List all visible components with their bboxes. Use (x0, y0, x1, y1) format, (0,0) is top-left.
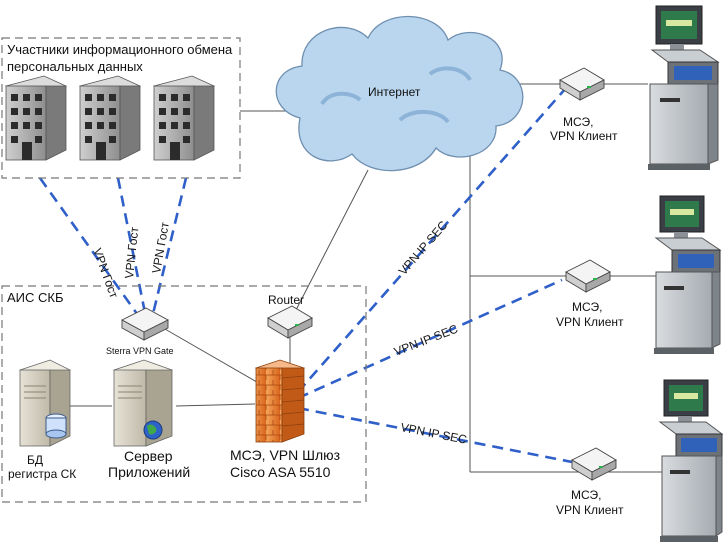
vpn-tunnels (38, 87, 573, 464)
participant-building-3 (152, 75, 216, 161)
client2-label-line1: МСЭ, (572, 300, 603, 314)
tunnel-gost1-label: VPN Гост (90, 246, 121, 300)
ais-title: АИС СКБ (7, 290, 64, 305)
link-sterra-firewall (157, 324, 263, 386)
client-vpn-device-1 (559, 67, 605, 101)
client-vpn-device-2 (565, 259, 611, 293)
firewall-label-line1: МСЭ, VPN Шлюз (230, 447, 340, 463)
app-server (112, 359, 174, 447)
link-cloud-router (295, 169, 369, 311)
sterra-vpn-gate-device (121, 307, 169, 341)
kiosk-terminal-1 (648, 5, 720, 170)
client2-label-line2: VPN Клиент (556, 315, 624, 329)
firewall-device (254, 359, 306, 443)
client3-label-line1: МСЭ, (571, 488, 602, 502)
tunnel-gost3 (150, 177, 188, 319)
kiosk-terminal-2 (654, 195, 722, 354)
tunnel-gost3-label: VPN Гост (149, 221, 172, 275)
app-label-line2: Приложений (108, 464, 190, 480)
tunnel-ipsec2 (297, 278, 563, 400)
participants-title-line2: персональных данных (7, 59, 143, 74)
participant-building-2 (78, 75, 142, 161)
tunnel-gost2 (116, 177, 148, 319)
participant-building-1 (4, 75, 68, 161)
db-label-line1: БД (27, 453, 43, 467)
client1-label-line1: МСЭ, (563, 115, 594, 129)
tunnel-gost1 (38, 177, 142, 319)
client1-label-line2: VPN Клиент (550, 129, 618, 143)
tunnel-gost2-label: VPN Гост (122, 226, 141, 280)
app-label-line1: Сервер (124, 448, 173, 464)
ais-group-box (1, 285, 367, 503)
participants-group-box (1, 37, 241, 179)
kiosk-terminal-3 (658, 379, 724, 542)
sterra-label: Sterra VPN Gate (106, 346, 174, 356)
internet-label: Интернет (368, 85, 421, 99)
link-app-firewall (175, 403, 256, 407)
tunnel-ipsec3-label: VPN IP SEC (399, 420, 468, 447)
participants-title-line1: Участники информационного обмена (7, 42, 233, 57)
db-server (18, 359, 72, 447)
router-label: Router (268, 293, 304, 307)
internet-cloud: Интернет (275, 15, 524, 172)
client3-label-line2: VPN Клиент (556, 503, 624, 517)
tunnel-ipsec2-label: VPN IP SEC (392, 322, 460, 359)
db-label-line2: регистра СК (8, 467, 76, 481)
tunnel-ipsec3 (297, 406, 573, 464)
cloud-shape (275, 15, 524, 172)
client-vpn-device-3 (571, 447, 617, 481)
tunnel-ipsec1 (297, 87, 567, 393)
router-device (267, 305, 313, 339)
firewall-label-line2: Cisco ASA 5510 (230, 464, 331, 480)
tunnel-ipsec1-label: VPN IP SEC (396, 218, 451, 278)
